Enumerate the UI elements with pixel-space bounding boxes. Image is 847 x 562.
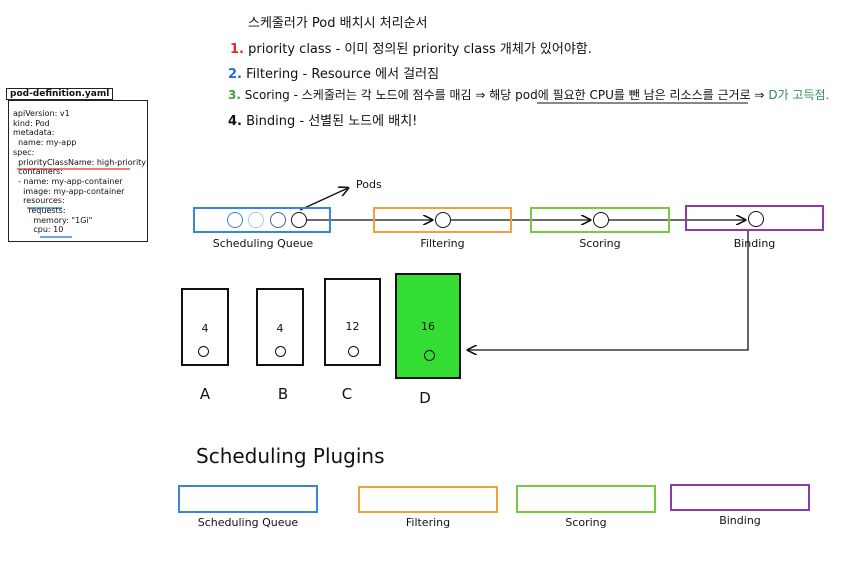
yaml-line: - name: my-app-container bbox=[13, 176, 123, 186]
stage-filtering-box bbox=[373, 207, 512, 233]
yaml-line: metadata: bbox=[13, 128, 55, 138]
yaml-line: cpu: 10 bbox=[13, 225, 64, 235]
yaml-line: priorityClassName: high-priority bbox=[13, 157, 147, 167]
node-d-letter: D bbox=[419, 389, 431, 407]
node-b-letter: B bbox=[277, 385, 289, 403]
node-d-slot bbox=[424, 350, 435, 361]
step-1: 1. priority class - 이미 정의된 priority clas… bbox=[230, 38, 592, 57]
plugin-scoring-label: Scoring bbox=[565, 516, 607, 529]
plugin-scheduling-queue-label: Scheduling Queue bbox=[197, 516, 299, 529]
node-a-letter: A bbox=[199, 385, 211, 403]
node-c: 12 bbox=[324, 278, 381, 366]
node-c-slot bbox=[348, 346, 359, 357]
plugin-scoring-box bbox=[516, 485, 656, 513]
step-2-number: 2. bbox=[228, 67, 242, 82]
binding-pod bbox=[748, 211, 764, 227]
queue-pod-4 bbox=[291, 212, 307, 228]
node-a-slot bbox=[198, 346, 209, 357]
scoring-pod bbox=[593, 212, 609, 228]
filtering-pod bbox=[435, 212, 451, 228]
queue-pod-1 bbox=[227, 212, 243, 228]
yaml-line: spec: bbox=[13, 147, 35, 157]
yaml-filename: pod-definition.yaml bbox=[6, 88, 114, 100]
step-1-text: priority class - 이미 정의된 priority class 개… bbox=[248, 42, 592, 57]
stage-scheduling-queue-box bbox=[193, 207, 331, 233]
yaml-line: kind: Pod bbox=[13, 118, 50, 128]
step-3-suffix: D가 고득점. bbox=[768, 88, 830, 102]
node-b-value: 4 bbox=[276, 322, 284, 335]
node-d: 16 bbox=[395, 273, 461, 379]
step-4-text: Binding - 선별된 노드에 배치! bbox=[246, 114, 418, 129]
stage-scoring-label: Scoring bbox=[579, 237, 621, 250]
node-a-value: 4 bbox=[201, 322, 209, 335]
stage-scheduling-queue-label: Scheduling Queue bbox=[212, 237, 314, 250]
node-a: 4 bbox=[181, 288, 229, 366]
plugins-title: Scheduling Plugins bbox=[196, 444, 385, 468]
step-4: 4. Binding - 선별된 노드에 배치! bbox=[228, 110, 417, 129]
pods-arrow bbox=[299, 188, 348, 211]
step-3: 3. Scoring - 스케줄러는 각 노드에 점수를 매김 ⇒ 해당 pod… bbox=[228, 86, 829, 103]
yaml-line: apiVersion: v1 bbox=[13, 109, 70, 118]
plugin-filtering-box bbox=[358, 486, 498, 513]
yaml-line: resources: bbox=[13, 196, 65, 206]
node-b-slot bbox=[275, 346, 286, 357]
plugin-filtering-label: Filtering bbox=[405, 516, 451, 529]
yaml-line: memory: "1Gi" bbox=[13, 215, 93, 225]
step-4-number: 4. bbox=[228, 114, 242, 129]
stage-binding-label: Binding bbox=[733, 237, 776, 250]
pods-label: Pods bbox=[356, 178, 382, 191]
yaml-line: name: my-app bbox=[13, 138, 77, 148]
step-3-number: 3. bbox=[228, 88, 241, 102]
node-c-letter: C bbox=[341, 385, 353, 403]
queue-pod-2 bbox=[248, 212, 264, 228]
yaml-line: containers: bbox=[13, 167, 63, 177]
plugin-binding-box bbox=[670, 484, 810, 511]
arrow-binding-to-node-d bbox=[468, 230, 749, 350]
yaml-line: requests: bbox=[13, 206, 66, 216]
stage-scoring-box bbox=[530, 207, 670, 233]
step-1-number: 1. bbox=[230, 42, 244, 57]
queue-pod-3 bbox=[270, 212, 286, 228]
plugin-binding-label: Binding bbox=[719, 514, 761, 527]
step-3-text: Scoring - 스케줄러는 각 노드에 점수를 매김 ⇒ 해당 pod에 필… bbox=[244, 88, 765, 102]
step-2: 2. Filtering - Resource 에서 걸러짐 bbox=[228, 63, 439, 82]
step-2-text: Filtering - Resource 에서 걸러짐 bbox=[246, 67, 440, 82]
node-c-value: 12 bbox=[345, 320, 360, 333]
node-d-value: 16 bbox=[421, 320, 435, 333]
diagram-heading: 스케줄러가 Pod 배치시 처리순서 bbox=[248, 16, 428, 31]
yaml-line: image: my-app-container bbox=[13, 186, 125, 196]
stage-binding-box bbox=[685, 205, 824, 231]
node-b: 4 bbox=[256, 288, 304, 366]
plugin-scheduling-queue-box bbox=[178, 485, 318, 513]
stage-filtering-label: Filtering bbox=[420, 237, 465, 250]
